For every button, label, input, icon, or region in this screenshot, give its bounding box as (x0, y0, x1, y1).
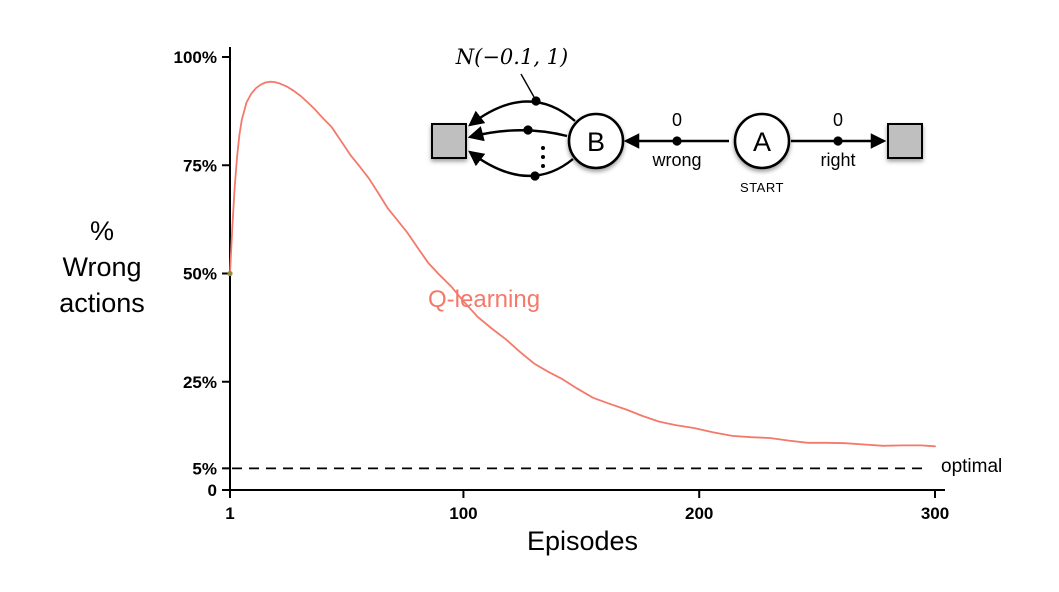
noise-distribution-label: N(−0.1, 1) (455, 45, 568, 69)
action-dot (833, 136, 843, 146)
x-tick-label: 1 (225, 504, 234, 523)
ellipsis-dot (541, 164, 545, 168)
y-tick-label: 100% (174, 48, 217, 67)
x-tick-label: 100 (449, 504, 477, 523)
x-axis-title: Episodes (526, 526, 639, 556)
y-tick-label: 25% (183, 373, 217, 392)
series-label: Q-learning (428, 286, 541, 313)
q-learning-curve (229, 80, 936, 448)
b-action-arrow-bottom (468, 150, 574, 177)
action-dot (523, 125, 533, 135)
action-dot (530, 171, 540, 181)
y-axis-title: % Wrong actions (22, 213, 182, 321)
y-tick-label: 5% (192, 459, 217, 478)
b-action-arrow-top (468, 100, 576, 127)
y-axis-title-line: % (89, 216, 114, 246)
y-tick-label: 75% (183, 156, 217, 175)
action-dot (672, 136, 682, 146)
x-tick-label: 200 (685, 504, 713, 523)
start-label: START (740, 180, 784, 195)
state-a-label: A (753, 127, 771, 157)
terminal-state-left (431, 123, 467, 159)
noise-label-connector (520, 73, 535, 98)
action-dot (531, 96, 541, 106)
right-action-label: right (820, 150, 855, 170)
ellipsis-dot (541, 155, 545, 159)
y-axis-title-line: actions (59, 288, 145, 318)
b-action-arrow-middle (467, 126, 568, 142)
right-reward-label: 0 (833, 110, 843, 130)
y-axis-title-line: Wrong (62, 252, 142, 282)
wrong-action-label: wrong (651, 150, 701, 170)
ellipsis-dot (541, 146, 545, 150)
y-tick-label: 0 (208, 481, 217, 500)
state-a-node (733, 112, 791, 170)
wrong-reward-label: 0 (672, 110, 682, 130)
x-tick-label: 300 (921, 504, 949, 523)
state-b-node (567, 112, 625, 170)
state-b-label: B (587, 127, 605, 157)
reference-line-label: optimal (941, 456, 1003, 478)
y-tick-label: 50% (183, 265, 217, 284)
curve-start-marker (227, 270, 233, 277)
mdp-diagram: N(−0.1, 1) B A START 0 wrong 0 right (431, 45, 923, 195)
terminal-state-right (887, 123, 923, 159)
